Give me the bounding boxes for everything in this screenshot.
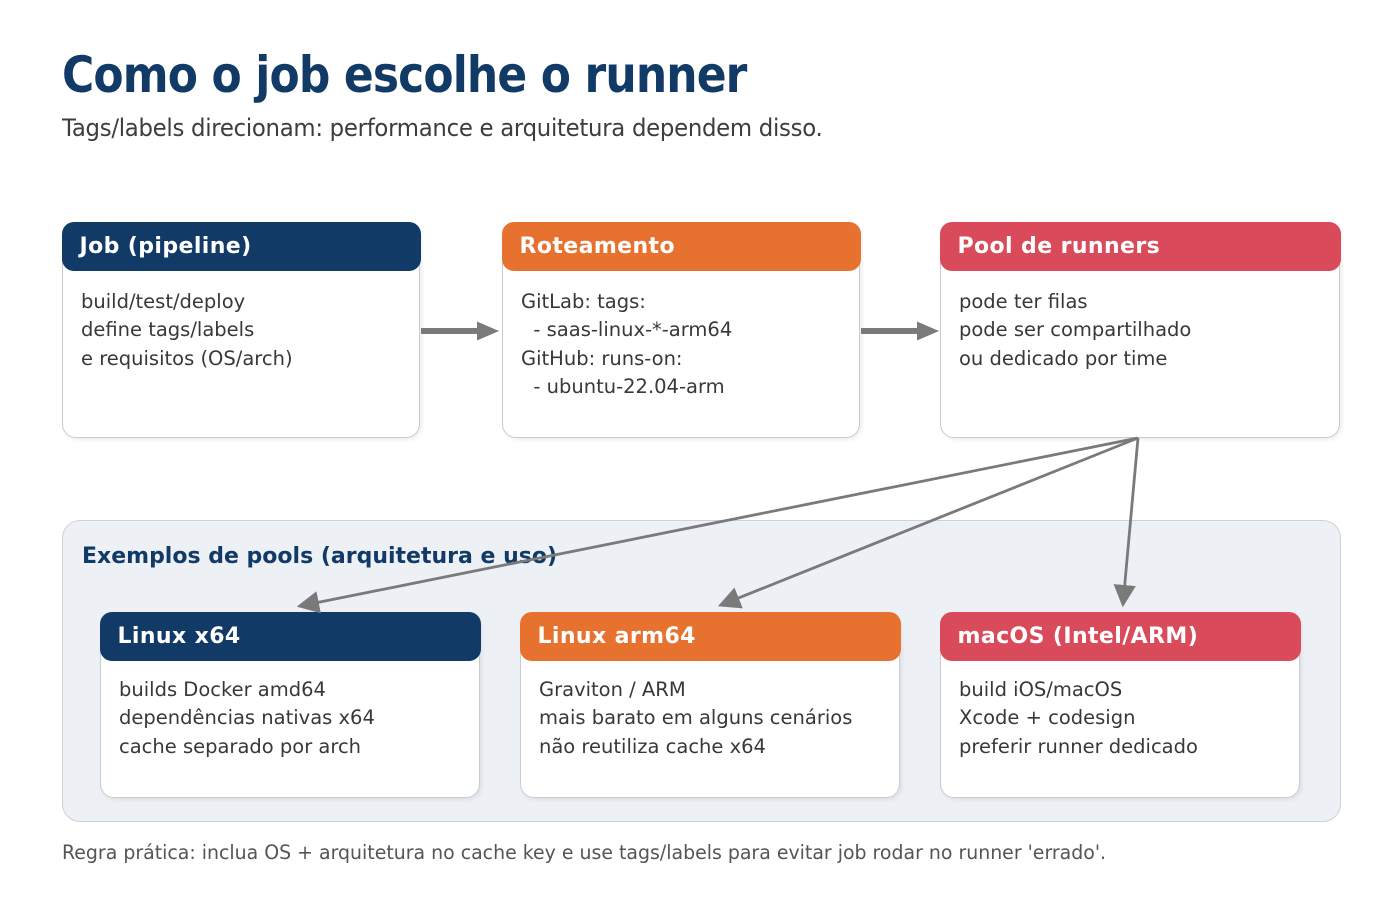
page-title-text: Como o job escolhe o runner xyxy=(62,46,747,104)
flow-box-routing: Roteamento GitLab: tags: - saas-linux-*-… xyxy=(501,221,861,438)
flow-box-pool-body: pode ter filas pode ser compartilhado ou… xyxy=(941,271,1339,391)
pool-box-macos-line: Xcode + codesign xyxy=(959,706,1136,729)
flow-box-pool-line: ou dedicado por time xyxy=(959,346,1168,370)
pool-box-linux-x64-header: Linux x64 xyxy=(99,611,481,661)
flow-box-routing-line: GitLab: tags: xyxy=(521,289,646,313)
pool-box-linux-x64: Linux x64 builds Docker amd64 dependênci… xyxy=(99,611,481,798)
pool-box-linux-arm64-header: Linux arm64 xyxy=(519,611,901,661)
flow-box-job-line: build/test/deploy xyxy=(81,289,246,313)
flow-box-routing-body: GitLab: tags: - saas-linux-*-arm64 GitHu… xyxy=(503,271,859,419)
flow-box-job-line: define tags/labels xyxy=(81,318,255,341)
pool-box-linux-arm64-line: Graviton / ARM xyxy=(539,677,686,701)
flow-box-routing-line: - saas-linux-*-arm64 xyxy=(521,318,733,341)
flow-box-routing-line: GitHub: runs-on: xyxy=(521,346,683,370)
pool-box-linux-arm64-line: não reutiliza cache x64 xyxy=(539,734,766,758)
pool-box-macos-body: build iOS/macOS Xcode + codesign preferi… xyxy=(941,661,1299,777)
pool-box-linux-x64-line: cache separado por arch xyxy=(119,734,362,758)
page-subtitle: Tags/labels direcionam: performance e ar… xyxy=(62,114,862,142)
pool-box-linux-arm64-body: Graviton / ARM mais barato em alguns cen… xyxy=(521,661,899,777)
flow-box-pool-line: pode ser compartilhado xyxy=(959,318,1192,341)
flow-box-job: Job (pipeline) build/test/deploy define … xyxy=(61,221,421,438)
flow-box-pool: Pool de runners pode ter filas pode ser … xyxy=(939,221,1341,438)
pool-box-macos-line: preferir runner dedicado xyxy=(959,734,1198,758)
pool-box-macos-line: build iOS/macOS xyxy=(959,677,1123,701)
pool-box-macos: macOS (Intel/ARM) build iOS/macOS Xcode … xyxy=(939,611,1301,798)
flow-box-job-header: Job (pipeline) xyxy=(61,221,421,271)
footer-note: Regra prática: inclua OS + arquitetura n… xyxy=(62,841,1138,864)
pool-box-macos-header: macOS (Intel/ARM) xyxy=(939,611,1301,661)
examples-panel-title: Exemplos de pools (arquitetura e uso) xyxy=(82,544,557,569)
flow-box-pool-header: Pool de runners xyxy=(939,221,1341,271)
arrow-job-to-routing xyxy=(421,321,499,341)
page-title: Como o job escolhe o runner xyxy=(62,46,840,104)
pool-box-linux-arm64: Linux arm64 Graviton / ARM mais barato e… xyxy=(519,611,901,798)
flow-box-routing-header: Roteamento xyxy=(501,221,861,271)
page-subtitle-text: Tags/labels direcionam: performance e ar… xyxy=(62,114,823,142)
pool-box-linux-arm64-line: mais barato em alguns cenários xyxy=(539,706,853,729)
pool-box-linux-x64-line: dependências nativas x64 xyxy=(119,706,375,729)
flow-box-pool-line: pode ter filas xyxy=(959,289,1088,313)
flow-box-routing-line: - ubuntu-22.04-arm xyxy=(521,375,725,398)
flow-box-job-body: build/test/deploy define tags/labels e r… xyxy=(63,271,419,391)
pool-box-linux-x64-body: builds Docker amd64 dependências nativas… xyxy=(101,661,479,777)
pool-box-linux-x64-line: builds Docker amd64 xyxy=(119,677,326,701)
arrow-routing-to-pool xyxy=(861,321,939,341)
flow-box-job-line: e requisitos (OS/arch) xyxy=(81,346,293,370)
footer-note-text: Regra prática: inclua OS + arquitetura n… xyxy=(62,841,1107,864)
